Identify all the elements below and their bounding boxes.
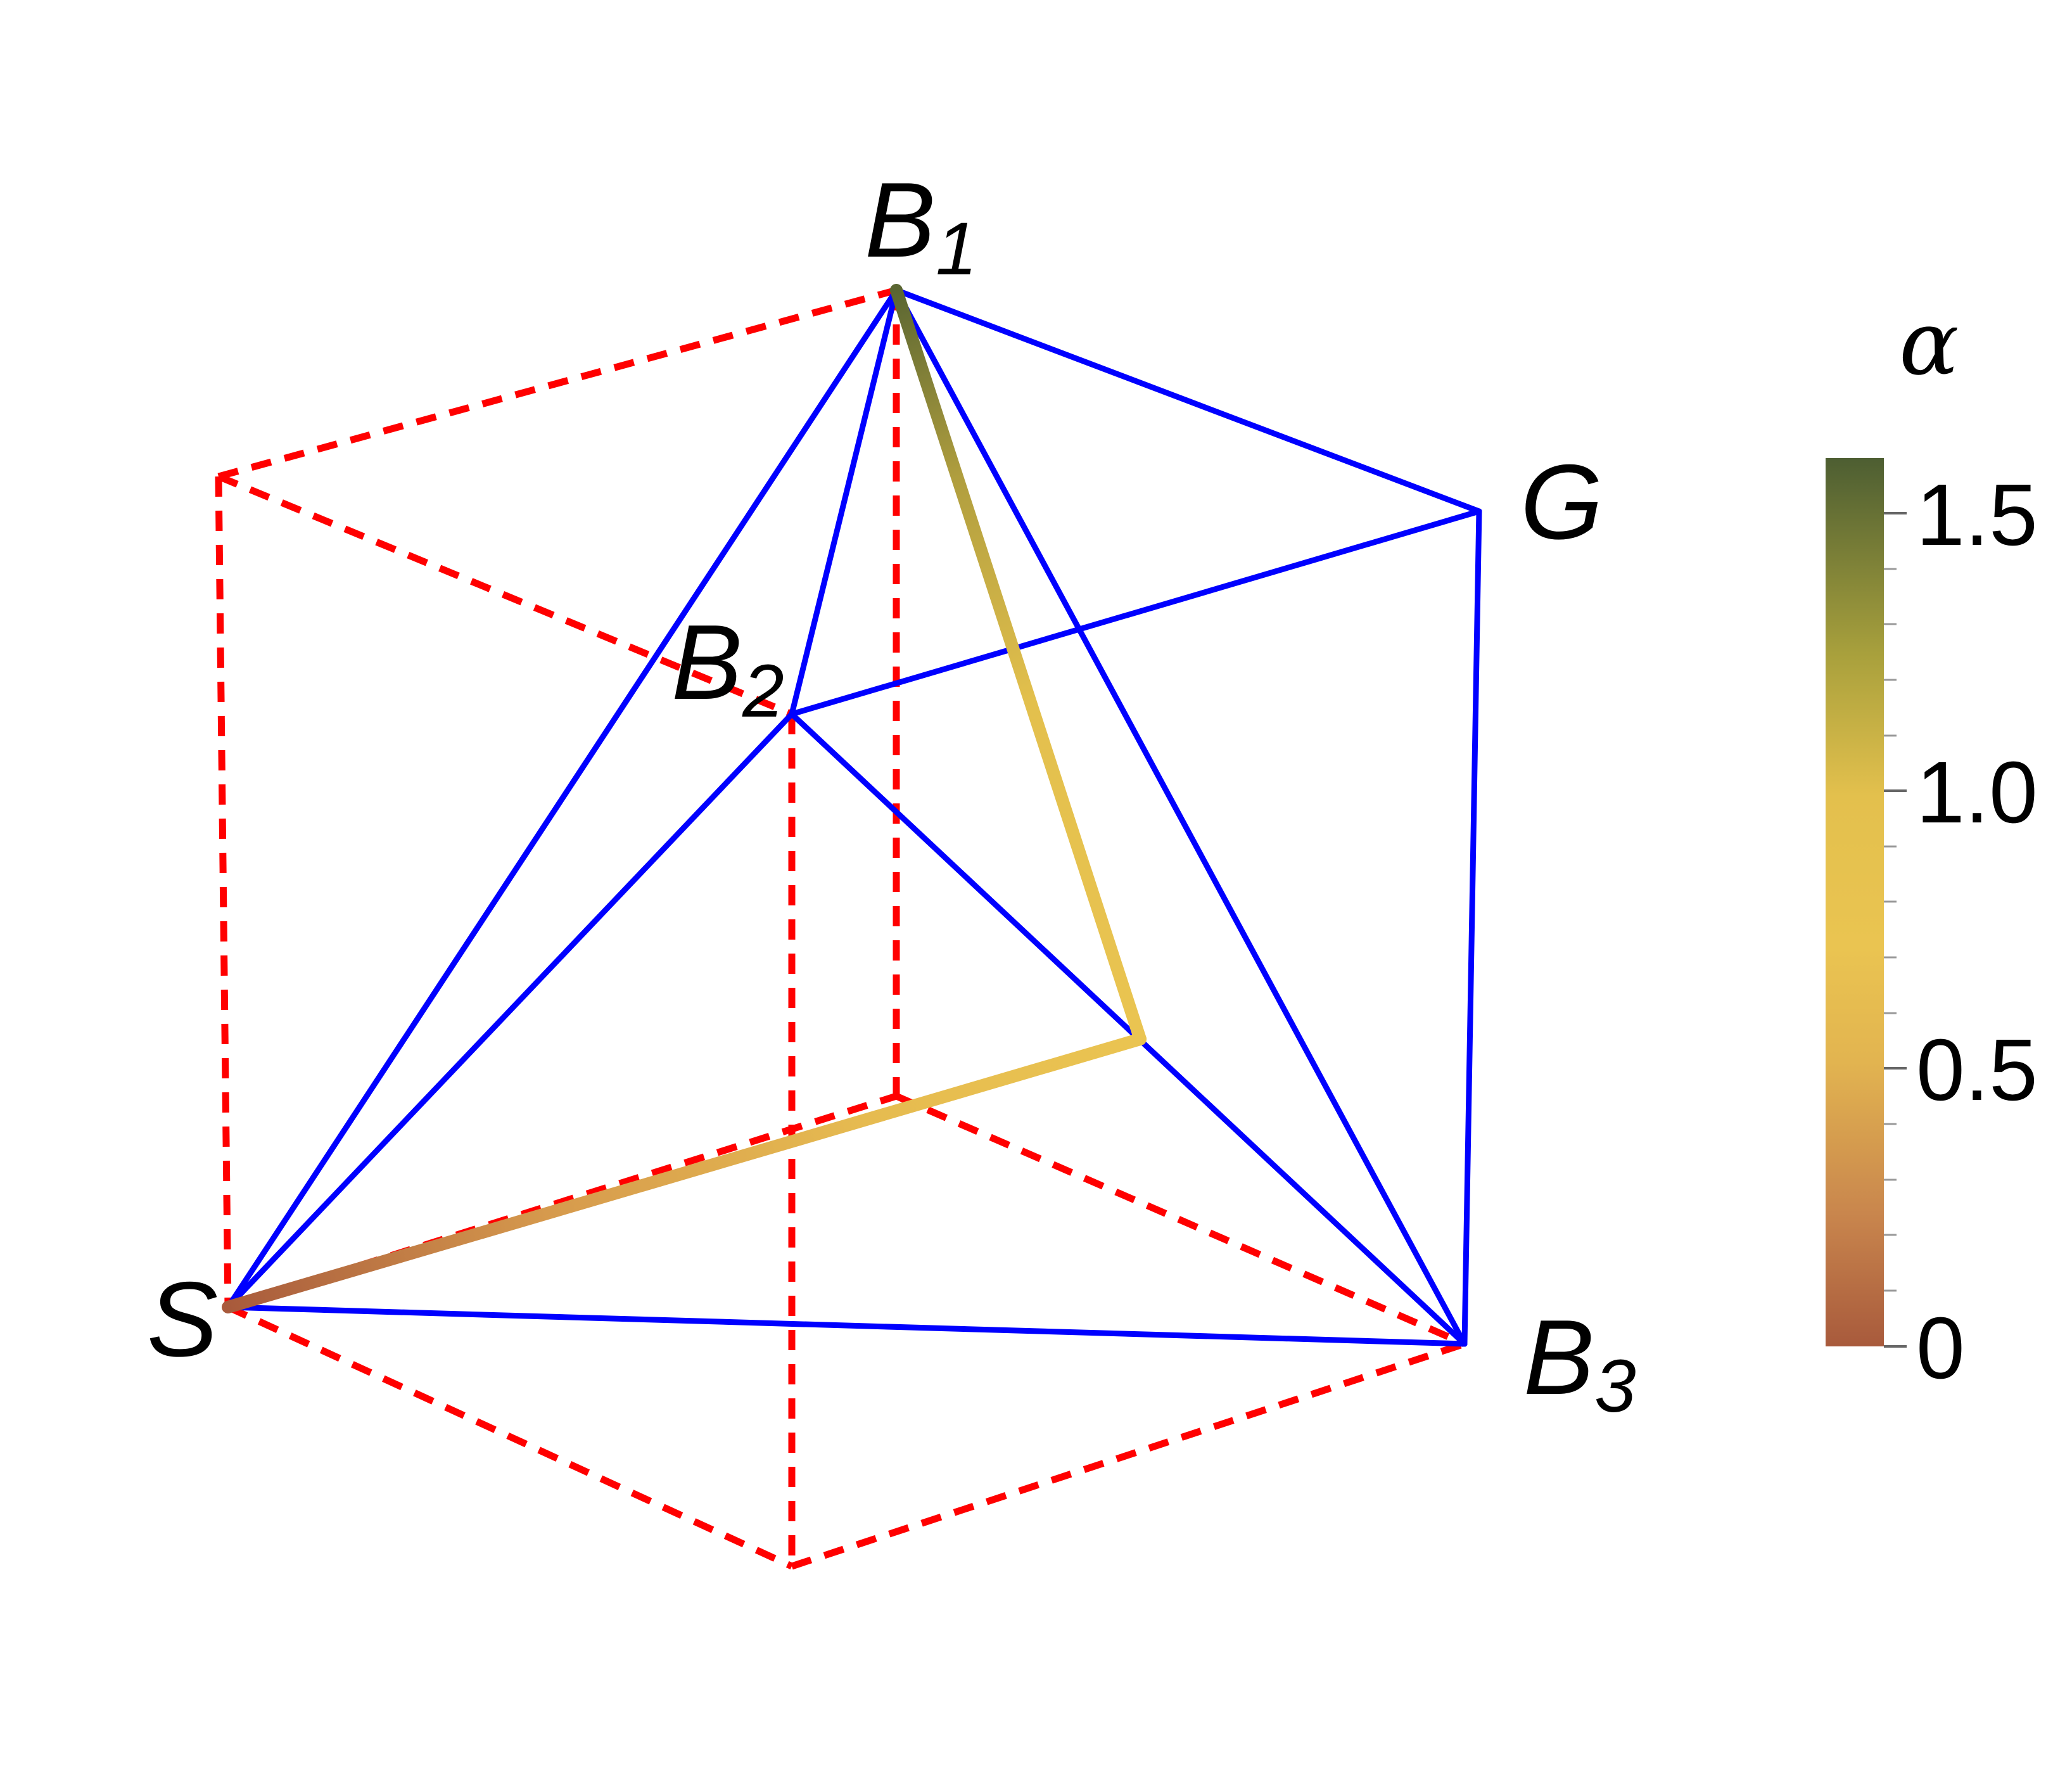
cube-edge xyxy=(217,286,898,480)
colorbar-major-ticks xyxy=(1884,512,1907,1348)
simplex-edge xyxy=(225,1304,1468,1347)
cube-edge xyxy=(791,1340,1466,1570)
simplex-edge xyxy=(225,711,795,1310)
vertex-label-B1: B1 xyxy=(865,160,977,291)
vertex-label-B2: B2 xyxy=(671,603,784,733)
simplex-edges xyxy=(225,287,1482,1347)
alpha-path-segment xyxy=(890,284,1147,1045)
alpha-path xyxy=(222,284,1147,1313)
cube-edge xyxy=(217,473,794,718)
colorbar-tick-label: 0 xyxy=(1916,1300,1965,1397)
vertex-label-B3: B3 xyxy=(1523,1298,1636,1428)
cube-edge xyxy=(226,1304,794,1569)
vertex-label-S: S xyxy=(147,1260,218,1379)
cube-edge xyxy=(894,1092,1466,1348)
simplex-edge xyxy=(789,508,1482,717)
colorbar-title: α xyxy=(1899,292,1959,395)
colorbar-gradient xyxy=(1826,458,1884,1346)
cube-edges xyxy=(215,286,1466,1570)
colorbar-tick-label: 1.0 xyxy=(1916,744,2038,841)
colorbar-tick-label: 1.5 xyxy=(1916,466,2038,564)
vertex-label-G: G xyxy=(1520,442,1603,561)
simplex-edge xyxy=(789,287,899,717)
colorbar-minor-ticks xyxy=(1884,512,1897,1292)
cube-edge xyxy=(215,476,232,1308)
simplex-edge xyxy=(1461,508,1482,1347)
simplex-edge xyxy=(893,287,1468,1347)
simplex-edge xyxy=(789,711,1468,1347)
simplex-edge xyxy=(225,287,899,1310)
colorbar-tick-label: 0.5 xyxy=(1916,1021,2038,1119)
colorbar: α 0 0.5 1.0 1.5 xyxy=(1826,292,2038,1397)
alpha-path-segment xyxy=(222,1033,1147,1313)
simplex-edge xyxy=(893,287,1482,514)
